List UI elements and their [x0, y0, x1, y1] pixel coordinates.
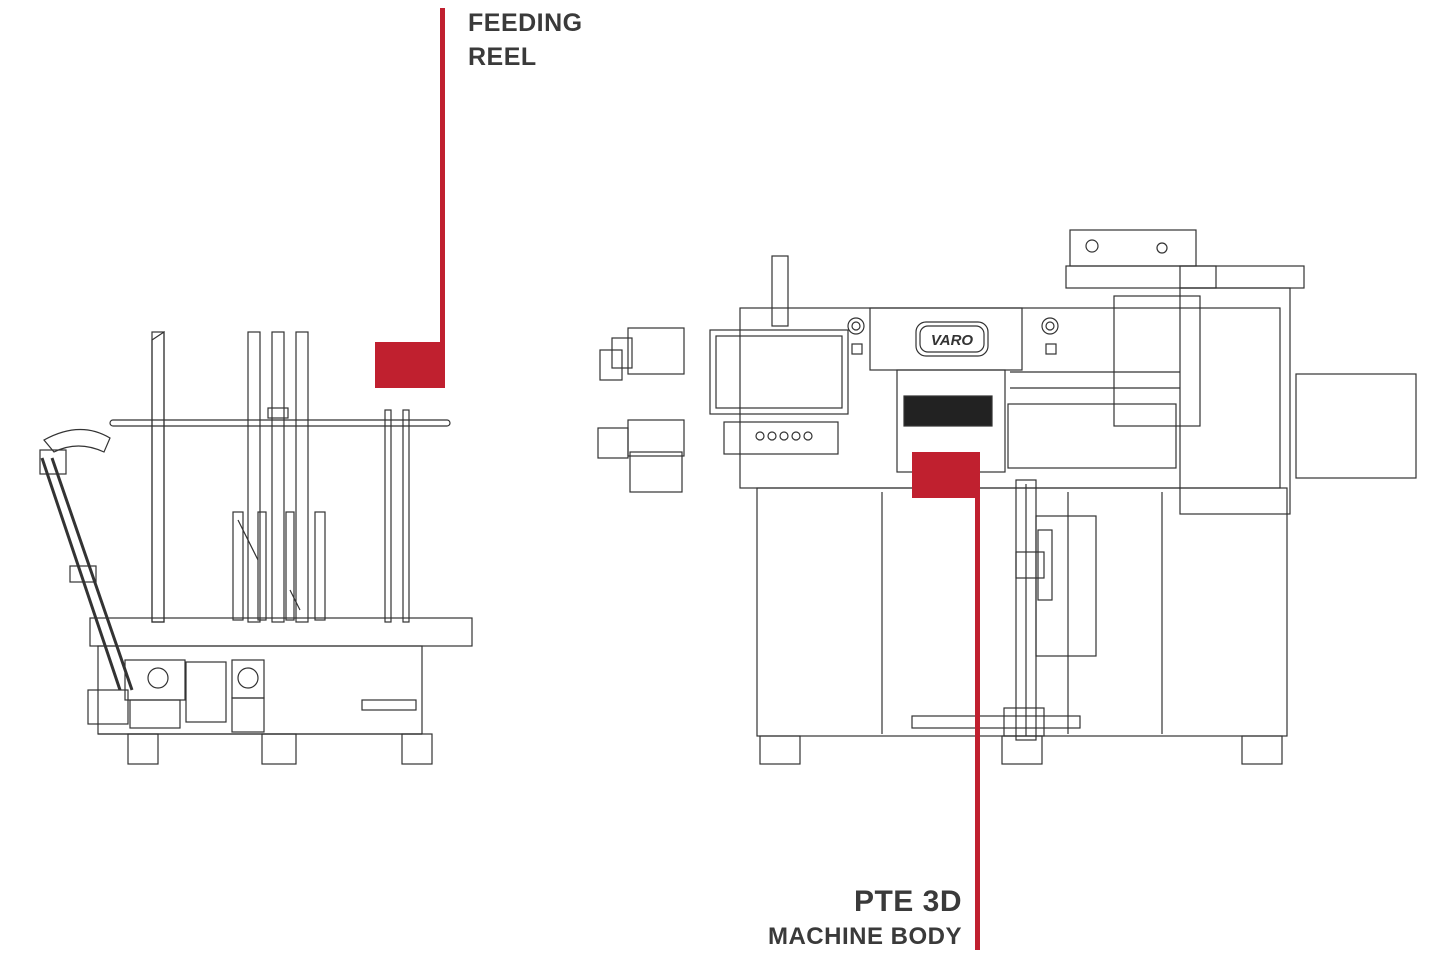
operator-monitor: [709, 329, 849, 415]
feeding-reel-label-line2: REEL: [468, 43, 537, 71]
feeding-reel-leader-line: [440, 8, 445, 388]
machine-body-drawing: [597, 229, 1417, 765]
feeding-reel-drawing: [39, 330, 473, 765]
feeding-reel-callout: [375, 8, 445, 388]
machine-body-callout: [912, 452, 980, 950]
brand-plate: [915, 321, 989, 357]
machine-body-marker: [912, 452, 980, 498]
machine-body-label-title: PTE 3D: [853, 885, 962, 918]
machine-body-leader-line: [975, 452, 980, 950]
machine-body-label-subtitle: MACHINE BODY: [767, 923, 962, 950]
brand-logo-text: VARO: [931, 332, 974, 349]
feeding-reel-marker: [375, 342, 443, 388]
feeding-reel-label-line1: FEEDING: [468, 9, 583, 37]
grille: [903, 395, 993, 427]
